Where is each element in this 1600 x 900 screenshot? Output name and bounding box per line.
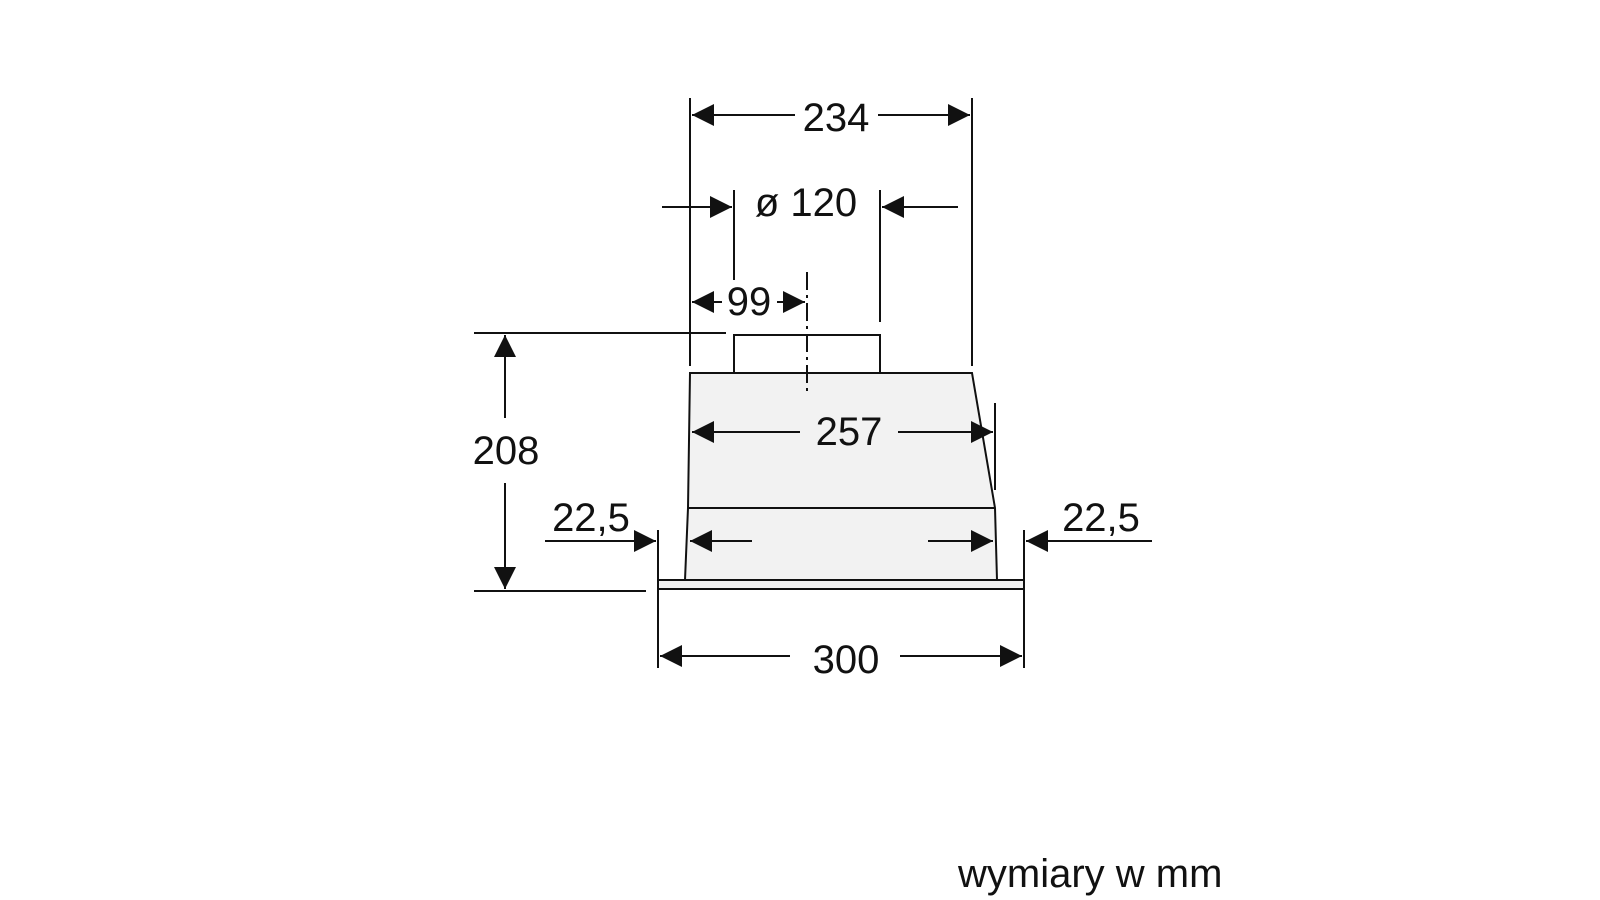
dim-label-right-margin: 22,5: [1062, 496, 1140, 540]
dim-label-208: 208: [473, 429, 540, 473]
dim-label-300: 300: [813, 638, 880, 682]
dim-label-257: 257: [816, 410, 883, 454]
base-plate: [657, 579, 1025, 590]
extension-lines: [474, 98, 1025, 668]
dim-label-left-margin: 22,5: [552, 496, 630, 540]
dimension-arrows: [494, 104, 1152, 667]
hood-outline: [657, 334, 1025, 590]
dimension-labels: 234 ø 120 99 257 208 22,5 22,5 300: [473, 96, 1140, 682]
hood-body: [683, 372, 999, 581]
dim-label-234: 234: [803, 96, 870, 140]
dim-label-99: 99: [727, 280, 772, 324]
units-caption: wymiary w mm: [958, 852, 1223, 896]
dim-label-duct-diameter: ø 120: [755, 181, 857, 225]
